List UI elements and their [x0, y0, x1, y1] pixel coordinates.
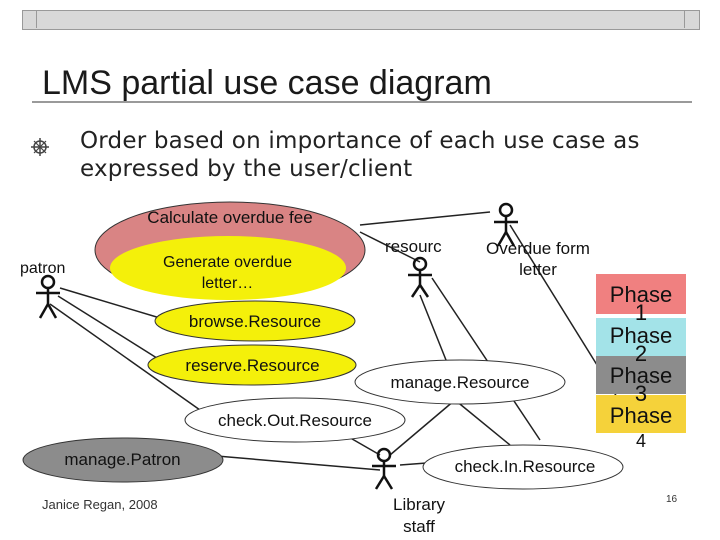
assoc-staff-patron [204, 454, 381, 471]
top-frame-bar [22, 10, 700, 30]
footer-author: Janice Regan, 2008 [42, 497, 158, 512]
generate-overdue-letter-label: Generate overdue letter… [163, 254, 292, 292]
assoc-fee-overdue [359, 231, 421, 263]
phase-1-box [596, 274, 686, 314]
assoc-top-curve [359, 211, 491, 226]
phase-4-box [596, 395, 686, 433]
library-staff-label: Library staff [393, 495, 445, 536]
assoc-manage-resource-checkin [454, 399, 511, 446]
patron-actor-label: patron [20, 260, 66, 277]
overdue-form-letter-actor-icon [494, 202, 518, 247]
check-in-resource-usecase [422, 444, 624, 490]
phase-2-box [596, 318, 686, 356]
slide-title: LMS partial use case diagram [42, 64, 492, 102]
browse-resource-usecase [154, 300, 356, 342]
manage-resource-usecase [354, 359, 566, 405]
resource-actor-icon [408, 256, 432, 298]
generate-overdue-letter-usecase [110, 236, 346, 300]
assoc-patron-reserve [57, 295, 161, 361]
overdue-form-letter-label: Overdue form letter [486, 239, 590, 279]
manage-patron-usecase [22, 437, 224, 483]
manage-patron-label: manage.Patron [64, 450, 181, 469]
assoc-patron-browse [59, 287, 161, 319]
patron-actor-icon [36, 274, 60, 319]
title-divider [32, 101, 692, 103]
snowflake-bullet-icon [31, 138, 49, 156]
reserve-resource-label: reserve.Resource [185, 356, 320, 375]
resource-actor-label: resourc [385, 237, 442, 256]
library-staff-actor-icon [372, 447, 396, 490]
check-out-resource-usecase [184, 397, 406, 443]
assoc-patron-checkout [49, 303, 201, 411]
assoc-staff-manage-resource [389, 399, 456, 456]
page-number: 16 [666, 494, 678, 505]
top-frame-bar-left-cell [22, 10, 37, 28]
reserve-resource-usecase [147, 344, 357, 386]
assoc-overdue-checkin [431, 277, 541, 441]
check-in-resource-label: check.In.Resource [454, 457, 596, 476]
bullet-text: Order based on importance of each use ca… [80, 128, 640, 182]
manage-resource-label: manage.Resource [390, 373, 530, 392]
calculate-overdue-fee-label: Calculate overdue fee [147, 208, 313, 227]
browse-resource-label: browse.Resource [188, 312, 322, 331]
top-frame-bar-right-cell [684, 10, 699, 28]
assoc-resource-actor [419, 294, 451, 371]
phase-3-box [596, 356, 686, 394]
check-out-resource-label: check.Out.Resource [217, 411, 372, 430]
